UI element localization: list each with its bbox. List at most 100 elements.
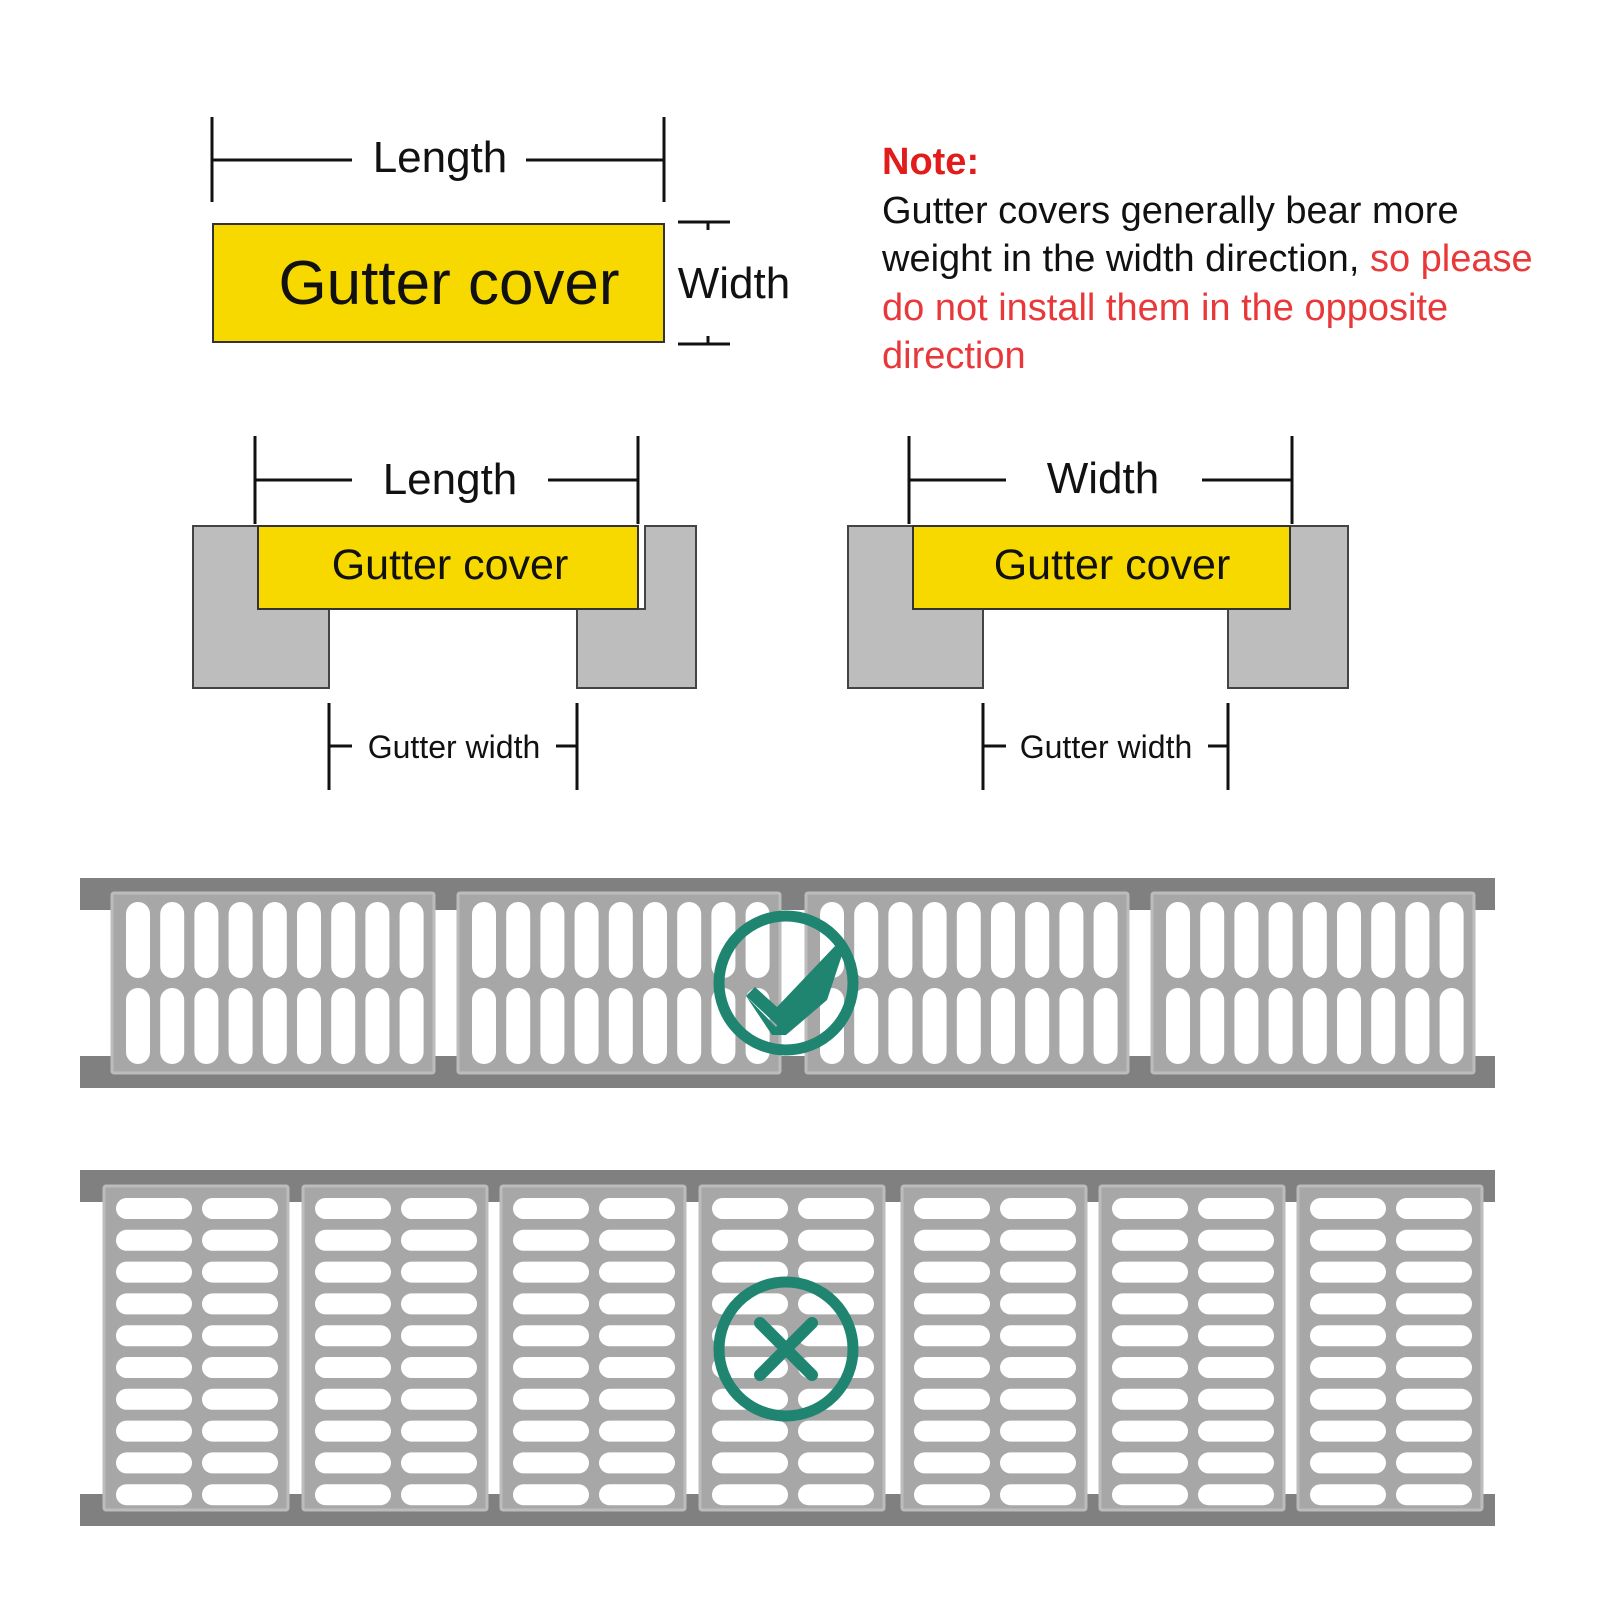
grate-panel	[499, 1184, 687, 1512]
grate-panel	[900, 1184, 1088, 1512]
correct-grate-installation	[80, 878, 1495, 1088]
grate-slot	[798, 1452, 874, 1474]
incorrect-grate-installation	[80, 1170, 1495, 1526]
grate-slot	[711, 902, 736, 978]
grate-slot	[116, 1484, 192, 1506]
grate-slot	[599, 1261, 675, 1283]
grate-slot	[202, 1388, 278, 1410]
note-title: Note:	[882, 141, 980, 183]
grate-slot	[1000, 1229, 1076, 1251]
grate-slot	[914, 1388, 990, 1410]
length-dimension-line	[253, 436, 640, 524]
grate-slot	[1093, 902, 1118, 978]
grate-slot	[1396, 1261, 1472, 1283]
grate-slot	[401, 1293, 477, 1315]
grate-slot	[1025, 988, 1050, 1064]
grate-slot	[315, 1484, 391, 1506]
grate-slot	[513, 1357, 589, 1378]
grate-slot	[513, 1388, 589, 1410]
grate-slot	[1405, 902, 1430, 978]
grate-slot	[513, 1293, 589, 1315]
grate-panel	[102, 1184, 290, 1512]
grate-slot	[401, 1325, 477, 1347]
grate-slot	[643, 988, 667, 1064]
section-length-label: Length	[383, 455, 518, 504]
grate-slot	[1112, 1388, 1188, 1410]
grate-slot	[1302, 902, 1327, 978]
grate-slot	[1112, 1293, 1188, 1315]
gutter-width-line	[327, 703, 579, 790]
grate-slot	[160, 902, 185, 978]
length-cross-section: Length Gutter cover Gutter width	[192, 436, 697, 790]
grate-slot	[991, 902, 1015, 978]
grate-slot	[506, 988, 531, 1064]
grate-slot	[798, 1229, 874, 1251]
grate-slot	[914, 1229, 990, 1251]
grate-slot	[888, 902, 913, 978]
grate-slot	[677, 988, 702, 1064]
grate-slot	[116, 1420, 192, 1442]
width-dimension-markers	[678, 220, 730, 346]
grate-slot	[228, 902, 253, 978]
grate-slot	[365, 902, 390, 978]
grate-slot	[315, 1452, 391, 1474]
grate-slot	[1302, 988, 1327, 1064]
grate-slot	[599, 1484, 675, 1506]
grate-slot	[1234, 988, 1259, 1064]
grate-slot	[1371, 902, 1396, 978]
grate-slot	[1112, 1452, 1188, 1474]
gutter-cover-label: Gutter cover	[994, 541, 1231, 589]
grate-slot	[1310, 1198, 1386, 1219]
grate-slot	[1396, 1388, 1472, 1410]
grate-slot	[315, 1420, 391, 1442]
grate-slot	[116, 1198, 192, 1219]
grate-slot	[513, 1452, 589, 1474]
grate-slot	[401, 1420, 477, 1442]
grate-slot	[1112, 1325, 1188, 1347]
grate-slot	[401, 1388, 477, 1410]
grate-slot	[1337, 988, 1361, 1064]
grate-slot	[914, 1325, 990, 1347]
grate-slot	[1198, 1388, 1274, 1410]
grate-panel	[456, 891, 782, 1075]
grate-slot	[608, 988, 633, 1064]
grate-slot	[331, 988, 356, 1064]
grate-slot	[513, 1484, 589, 1506]
grate-slot	[888, 988, 913, 1064]
grate-slot	[472, 988, 496, 1064]
grate-slot	[1000, 1325, 1076, 1347]
grate-slot	[643, 902, 667, 978]
grate-slot	[202, 1452, 278, 1474]
grate-slot	[1000, 1357, 1076, 1378]
grate-slot	[1166, 902, 1190, 978]
grate-slot	[608, 902, 633, 978]
grate-slot	[599, 1452, 675, 1474]
grate-slot	[1112, 1484, 1188, 1506]
grate-slot	[599, 1325, 675, 1347]
grate-slot	[513, 1261, 589, 1283]
grate-slot	[1198, 1357, 1274, 1378]
gutter-cover-plan	[212, 223, 665, 343]
installation-note: Note: Gutter covers generally bear more …	[882, 138, 1542, 381]
section-width-label: Width	[1047, 454, 1159, 503]
grate-slot	[315, 1229, 391, 1251]
grate-slot	[1112, 1420, 1188, 1442]
grate-slot	[1000, 1484, 1076, 1506]
grate-slot	[1310, 1484, 1386, 1506]
grate-slot	[315, 1198, 391, 1219]
grate-slot	[202, 1420, 278, 1442]
grate-slot	[126, 988, 150, 1064]
grate-panel	[301, 1184, 489, 1512]
grate-slot	[914, 1198, 990, 1219]
grate-slot	[399, 902, 424, 978]
grate-slot	[1396, 1452, 1472, 1474]
grate-slot	[202, 1357, 278, 1378]
grate-slot	[574, 902, 599, 978]
cross-icon	[713, 1276, 859, 1422]
grate-slot	[1310, 1325, 1386, 1347]
grate-slot	[1198, 1293, 1274, 1315]
grate-slot	[365, 988, 390, 1064]
grate-slot	[194, 902, 219, 978]
grate-slot	[116, 1229, 192, 1251]
